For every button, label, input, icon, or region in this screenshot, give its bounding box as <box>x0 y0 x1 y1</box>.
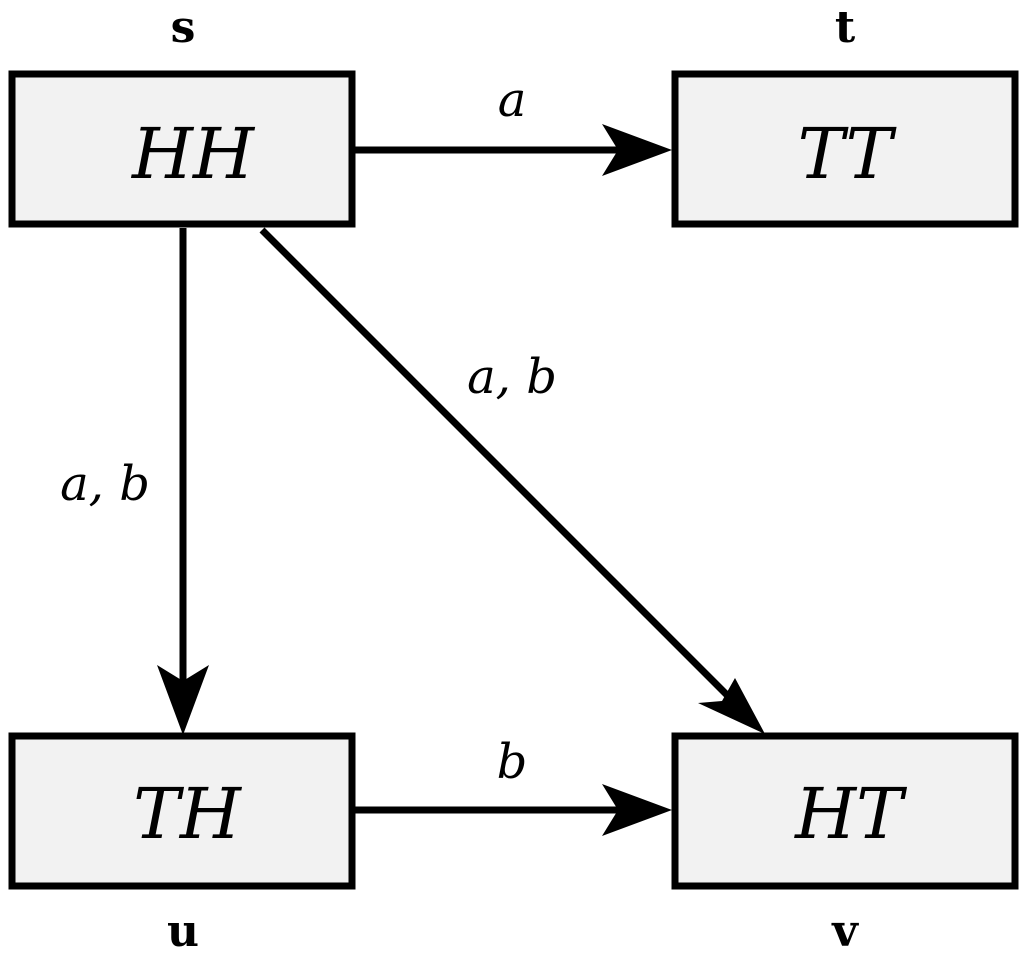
edge-s-to-v-label: a, b <box>467 349 557 405</box>
node-t-box <box>671 70 1019 228</box>
edge-s-to-v-arrowhead <box>698 678 765 734</box>
node-u-box <box>8 732 356 890</box>
node-t-label: t <box>835 2 856 53</box>
edge-s-to-t: a <box>355 72 672 176</box>
node-s: s HH <box>8 2 356 228</box>
edge-s-to-u-label: a, b <box>60 456 150 512</box>
node-v-label: v <box>831 906 859 955</box>
node-t: t TT <box>671 2 1019 228</box>
node-u-text: TH <box>133 773 243 855</box>
edge-s-to-u-arrowhead <box>157 665 209 735</box>
node-u-label: u <box>167 906 199 955</box>
edge-s-to-v-line <box>259 227 743 711</box>
edge-s-to-t-label: a <box>498 72 527 128</box>
edge-s-to-u: a, b <box>60 228 209 735</box>
node-s-box <box>8 70 356 228</box>
edge-s-to-t-arrowhead <box>602 124 672 176</box>
node-s-label: s <box>171 2 196 53</box>
node-v-text: HT <box>793 773 907 855</box>
node-s-text: HH <box>130 113 256 195</box>
edge-u-to-v: b <box>355 734 672 836</box>
edge-s-to-v: a, b <box>259 227 765 734</box>
node-v-box <box>671 732 1019 890</box>
node-v: HT v <box>671 732 1019 955</box>
node-t-text: TT <box>798 113 897 195</box>
edge-u-to-v-label: b <box>497 734 528 790</box>
node-u: TH u <box>8 732 356 955</box>
edge-u-to-v-arrowhead <box>602 784 672 836</box>
